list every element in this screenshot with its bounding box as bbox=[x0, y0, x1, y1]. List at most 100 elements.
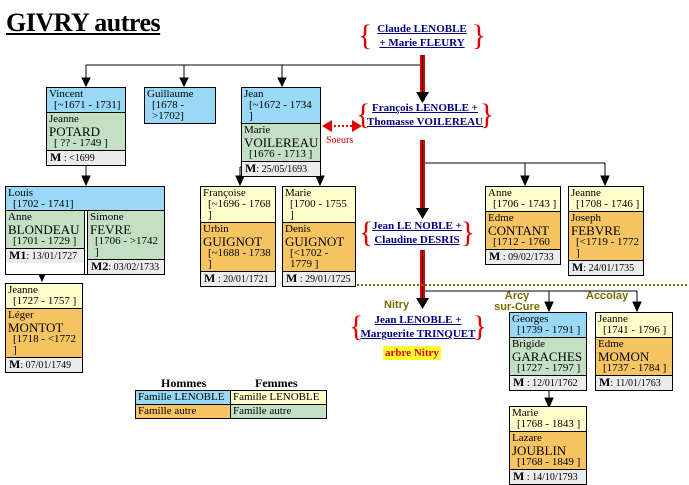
marriage: M: 11/01/1763 bbox=[596, 375, 672, 390]
spouse-first-name: Léger bbox=[8, 309, 34, 321]
brace-left-icon: { bbox=[358, 19, 373, 52]
marriage: M : 12/01/1762 bbox=[510, 375, 586, 390]
couple-link-line1[interactable]: François LENOBLE + bbox=[372, 102, 478, 114]
couple-link-line2[interactable]: + Marie FLEURY bbox=[379, 37, 465, 49]
couple-link-line1[interactable]: Jean LE NOBLE + bbox=[372, 220, 462, 232]
spouse: Joseph FEBVRE [<1719 - 1772 ] bbox=[569, 211, 643, 260]
spouse: Urbin GUIGNOT [~1688 - 1738 ] bbox=[201, 222, 275, 271]
card-marie-guignot[interactable]: Marie [1700 - 1755 ] Denis GUIGNOT [<170… bbox=[282, 186, 356, 287]
card-jeanne-febvre[interactable]: Jeanne [1708 - 1746 ] Joseph FEBVRE [<17… bbox=[568, 186, 644, 276]
spouse-surname: FEVRE bbox=[90, 222, 132, 237]
card-jeanne-montot[interactable]: Jeanne [1727 - 1757 ] Léger MONTOT [1718… bbox=[5, 283, 83, 373]
marriage-date: : 11/01/1763 bbox=[610, 378, 661, 389]
couple-claude-marie[interactable]: { Claude LENOBLE + Marie FLEURY } bbox=[358, 21, 486, 51]
spouse-first-name: Urbin bbox=[203, 223, 229, 235]
spouse-first-name: Joseph bbox=[571, 212, 601, 224]
brace-left-icon: { bbox=[356, 98, 371, 131]
card-georges[interactable]: Georges [1739 - 1791 ] Brigide GARACHES … bbox=[509, 312, 587, 391]
marriage: M: 07/01/1749 bbox=[6, 357, 82, 372]
dates: [1741 - 1796 ] bbox=[603, 324, 667, 336]
first-name: Louis bbox=[8, 187, 34, 199]
dates: [1700 - 1755 ] bbox=[290, 198, 347, 221]
spouse-surname: FEBVRE bbox=[571, 223, 621, 238]
card-marie-joublin[interactable]: Marie [1768 - 1843 ] Lazare JOUBLIN [176… bbox=[509, 406, 587, 485]
place-nitry: Nitry bbox=[384, 299, 410, 311]
dates: [1768 - 1843 ] bbox=[517, 418, 581, 430]
place-accolay: Accolay bbox=[586, 290, 629, 302]
spouse-first-name: Jeanne bbox=[49, 113, 79, 125]
legend-female-other: Famille autre bbox=[230, 404, 327, 419]
card-jeanne-momon[interactable]: Jeanne [1741 - 1796 ] Edme MOMON [1737 -… bbox=[595, 312, 673, 391]
dates: [~1672 - 1734 ] bbox=[249, 99, 312, 122]
spouse-surname: POTARD bbox=[49, 124, 100, 139]
spouse-dates: [<1719 - 1772 ] bbox=[576, 236, 640, 259]
spouse-dates: [ ?? - 1749 ] bbox=[54, 137, 108, 149]
dates: [1708 - 1746 ] bbox=[576, 198, 640, 210]
arbre-nitry-link[interactable]: arbre Nitry bbox=[383, 346, 441, 360]
couple-link-line2[interactable]: Marguerite TRINQUET bbox=[360, 328, 476, 340]
person-lenoble: Françoise [~1696 - 1768 ] bbox=[201, 187, 275, 222]
marriage-date: : <1699 bbox=[63, 153, 95, 164]
first-name: Guillaume bbox=[147, 88, 194, 100]
spouse: Jeanne POTARD [ ?? - 1749 ] bbox=[47, 112, 125, 150]
couple-link-line1[interactable]: Claude LENOBLE bbox=[377, 23, 467, 35]
couple-jean-claudine[interactable]: { Jean LE NOBLE + Claudine DESRIS } bbox=[359, 218, 475, 248]
card-louis[interactable]: Louis [1702 - 1741] Anne BLONDEAU [1701 … bbox=[5, 186, 165, 275]
card-francoise[interactable]: Françoise [~1696 - 1768 ] Urbin GUIGNOT … bbox=[200, 186, 276, 287]
couple-link-line2[interactable]: Claudine DESRIS bbox=[374, 234, 460, 246]
spouse-first-name: Denis bbox=[285, 223, 311, 235]
spouse-dates: [1727 - 1797 ] bbox=[517, 362, 581, 374]
card-vincent[interactable]: Vincent [~1671 - 1731] Jeanne POTARD [ ?… bbox=[46, 87, 126, 166]
brace-right-icon: } bbox=[471, 19, 486, 52]
soeurs-arrow bbox=[322, 120, 362, 132]
person-lenoble: Jeanne [1708 - 1746 ] bbox=[569, 187, 643, 211]
couple-link-line1[interactable]: Jean LENOBLE + bbox=[374, 314, 462, 326]
legend-female-lenoble: Famille LENOBLE bbox=[230, 390, 327, 405]
spouse-2: Simone FEVRE [1706 - >1742 ] M2: 03/02/1… bbox=[87, 211, 164, 274]
brace-right-icon: } bbox=[479, 98, 494, 131]
spouse-2-info: Simone FEVRE [1706 - >1742 ] bbox=[88, 211, 164, 259]
brace-right-icon: } bbox=[460, 216, 475, 249]
spouse-first-name: Lazare bbox=[512, 432, 542, 444]
spouse-dates: [1712 - 1760 bbox=[493, 236, 550, 248]
first-name: Anne bbox=[488, 187, 512, 199]
card-guillaume[interactable]: Guillaume [1678 - >1702] bbox=[144, 87, 216, 124]
spouse-first-name: Brigide bbox=[512, 338, 545, 350]
spouse-1: Anne BLONDEAU [1701 - 1729 ] M1: 13/01/1… bbox=[6, 211, 85, 274]
first-name: Marie bbox=[512, 407, 539, 419]
marriage: M : 14/10/1793 bbox=[510, 469, 586, 484]
marriage-label: M bbox=[513, 375, 525, 389]
spouse-surname: VOILEREAU bbox=[244, 135, 319, 150]
marriage-label: M2 bbox=[91, 259, 109, 273]
marriage-label: M bbox=[599, 375, 611, 389]
marriage-label: M bbox=[204, 271, 216, 285]
spouse: Lazare JOUBLIN [1768 - 1849 ] bbox=[510, 431, 586, 469]
francois-branch bbox=[425, 162, 610, 187]
first-name: Jean bbox=[244, 88, 264, 100]
couple-francois-thomasse[interactable]: { François LENOBLE + Thomasse VOILEREAU … bbox=[356, 100, 494, 130]
person-lenoble: Vincent [~1671 - 1731] bbox=[47, 88, 125, 112]
person-lenoble: Jeanne [1741 - 1796 ] bbox=[596, 313, 672, 337]
first-name: Georges bbox=[512, 313, 549, 325]
marriage-label: M bbox=[50, 150, 62, 164]
card-anne-contant[interactable]: Anne [1706 - 1743 ] Edme CONTANT [1712 -… bbox=[485, 186, 561, 265]
dates: [~1671 - 1731] bbox=[54, 99, 121, 111]
dates: [1702 - 1741] bbox=[13, 198, 74, 210]
marriage: M : 29/01/1725 bbox=[283, 271, 355, 286]
legend-femmes-heading: Femmes bbox=[255, 376, 298, 390]
spouse-first-name: Marie bbox=[244, 124, 271, 136]
card-jean-voilereau[interactable]: Jean [~1672 - 1734 ] Marie VOILEREAU [16… bbox=[241, 87, 321, 177]
legend-male-lenoble: Famille LENOBLE bbox=[135, 390, 232, 405]
spouse: Brigide GARACHES [1727 - 1797 ] bbox=[510, 337, 586, 375]
first-name: Marie bbox=[285, 187, 312, 199]
couple-jean-marguerite[interactable]: { Jean LENOBLE + Marguerite TRINQUET } bbox=[349, 312, 487, 342]
spouse-surname: GUIGNOT bbox=[203, 234, 263, 249]
jean-branch bbox=[425, 290, 642, 313]
spouse-surname: JOUBLIN bbox=[512, 443, 567, 458]
marriage-date: : 20/01/1721 bbox=[217, 274, 269, 285]
marriage-2: M2: 03/02/1733 bbox=[88, 259, 164, 274]
marriage-date: : 12/01/1762 bbox=[526, 378, 578, 389]
spouse: Edme MOMON [1737 - 1784 ] bbox=[596, 337, 672, 375]
couple-link-line2[interactable]: Thomasse VOILEREAU bbox=[366, 116, 483, 128]
